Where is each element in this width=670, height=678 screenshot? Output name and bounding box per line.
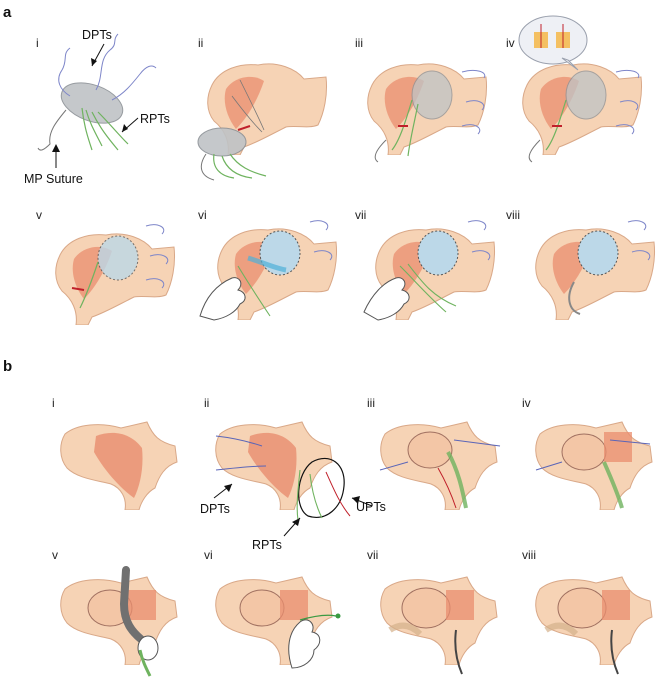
b-step-vi: vi — [204, 548, 213, 562]
a-rpts-label: RPTs — [140, 112, 170, 126]
a-viii-illustration — [535, 220, 656, 320]
a-iii-illustration — [367, 63, 488, 163]
a-step-i: i — [36, 36, 39, 50]
a-step-viii: viii — [506, 208, 520, 222]
b-ii-illustration — [213, 421, 373, 537]
b-step-iii: iii — [367, 396, 375, 410]
a-i-illustration — [37, 33, 157, 168]
b-iv-illustration — [535, 421, 653, 510]
b-step-i: i — [52, 396, 55, 410]
b-rpts-label: RPTs — [252, 538, 282, 552]
b-upts-label: UPTs — [356, 500, 386, 514]
a-dpts-label: DPTs — [82, 28, 112, 42]
a-vi-illustration — [199, 220, 338, 321]
a-iv-illustration — [518, 15, 643, 163]
a-step-ii: ii — [198, 36, 204, 50]
b-v-illustration — [60, 566, 178, 677]
a-mp-suture-label: MP Suture — [24, 172, 83, 186]
b-iii-illustration — [379, 421, 501, 510]
a-step-vi: vi — [198, 208, 207, 222]
b-step-v: v — [52, 548, 58, 562]
b-step-ii: ii — [204, 396, 210, 410]
b-step-iv: iv — [522, 396, 531, 410]
a-step-iv: iv — [506, 36, 515, 50]
b-step-vii: vii — [367, 548, 379, 562]
a-vii-illustration — [363, 220, 496, 321]
b-vi-illustration — [215, 576, 341, 669]
b-i-illustration — [60, 421, 178, 510]
b-step-viii: viii — [522, 548, 536, 562]
b-vii-illustration — [380, 576, 498, 675]
a-ii-illustration — [197, 63, 328, 181]
b-viii-illustration — [535, 576, 653, 675]
panel-a-letter: a — [3, 4, 12, 21]
a-step-v: v — [36, 208, 42, 222]
b-dpts-label: DPTs — [200, 502, 230, 516]
a-step-vii: vii — [355, 208, 367, 222]
panel-b-letter: b — [3, 358, 13, 375]
a-v-illustration — [55, 224, 176, 325]
a-step-iii: iii — [355, 36, 363, 50]
